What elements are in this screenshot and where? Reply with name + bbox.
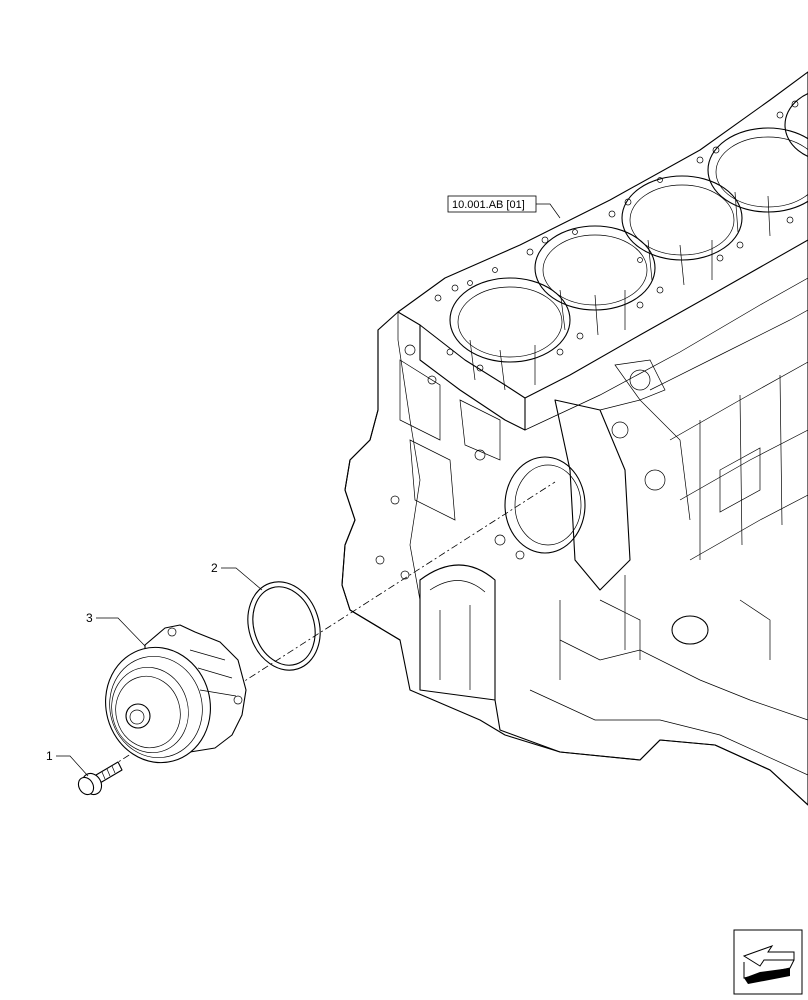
engine-block: [341, 71, 808, 806]
callout-number: 1: [46, 749, 53, 763]
front-bore: [419, 564, 496, 701]
o-ring: [247, 581, 321, 671]
next-page-arrow-icon[interactable]: [733, 929, 803, 995]
cylinder-bore: [707, 127, 808, 237]
crank-bore: [504, 456, 586, 554]
cylinder-bore: [449, 277, 571, 391]
cylinder-bore: [784, 93, 808, 157]
deck-bolt-holes: [434, 100, 799, 372]
callout-3: 3: [86, 611, 146, 647]
cylinder-bore: [534, 225, 656, 336]
cylinder-bore: [621, 175, 743, 286]
reference-label: 10.001.AB [01]: [452, 199, 525, 211]
callout-2: 2: [211, 561, 263, 591]
water-pump: [105, 624, 247, 764]
bolt: [77, 761, 123, 796]
reference-callout[interactable]: 10.001.AB [01]: [447, 195, 561, 219]
callout-1: 1: [46, 749, 89, 777]
callout-number: 2: [211, 561, 218, 575]
callout-number: 3: [86, 611, 93, 625]
